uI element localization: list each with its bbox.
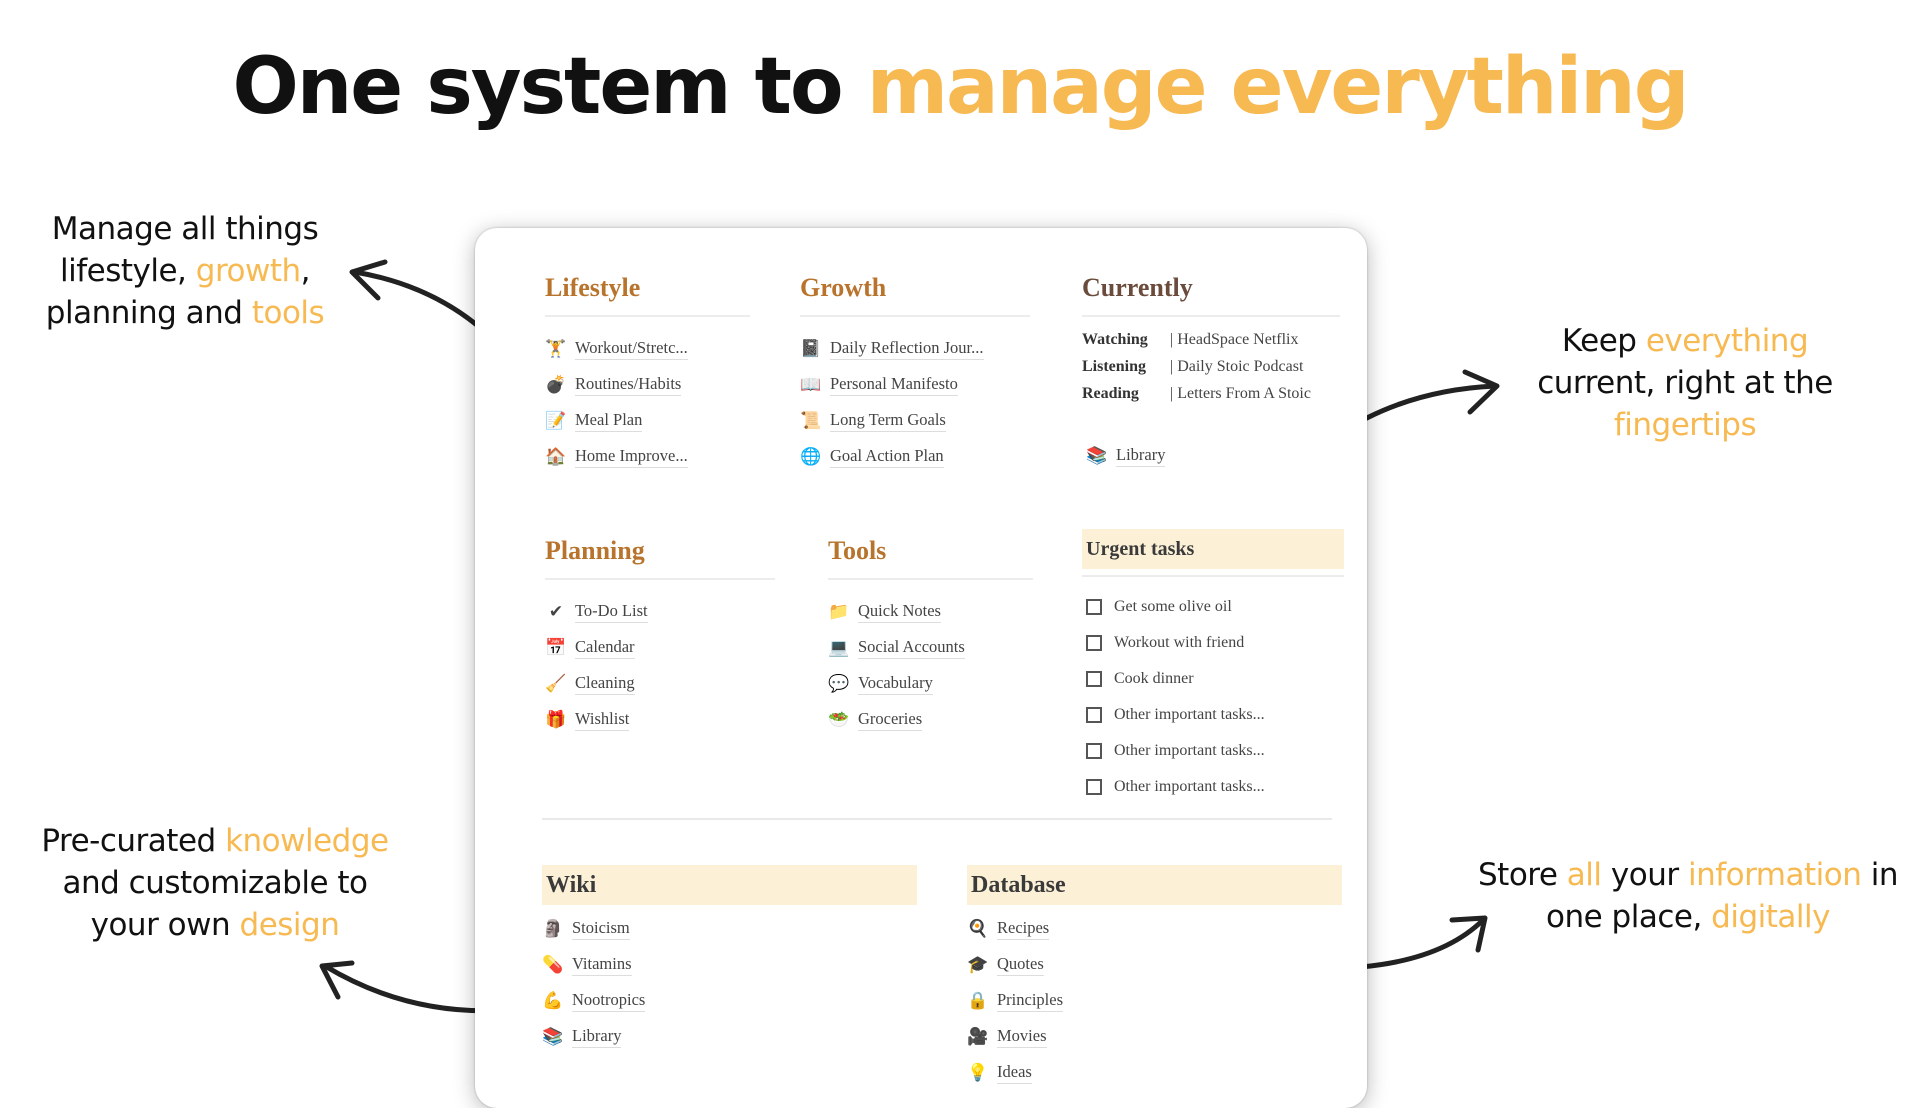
task-item[interactable]: Cook dinner	[1082, 661, 1344, 697]
section-wiki: Wiki 🗿Stoicism 💊Vitamins 💪Nootropics 📚Li…	[542, 865, 917, 1055]
task-item[interactable]: Other important tasks...	[1082, 769, 1344, 805]
link-meal-plan[interactable]: 📝Meal Plan	[545, 410, 643, 432]
scroll-icon: 📜	[800, 411, 822, 430]
arrowhead-bottom-left	[319, 960, 355, 1000]
checkbox[interactable]	[1086, 635, 1102, 651]
check-icon: ✔	[548, 602, 564, 621]
task-item[interactable]: Other important tasks...	[1082, 697, 1344, 733]
divider	[542, 818, 1332, 820]
headline-text: One system to	[232, 42, 867, 132]
laptop-icon: 💻	[828, 638, 850, 657]
bomb-icon: 💣	[545, 375, 567, 394]
section-tools: Tools 📁Quick Notes 💻Social Accounts 💬Voc…	[828, 536, 1033, 738]
link-ideas[interactable]: 💡Ideas	[967, 1062, 1032, 1084]
checkbox[interactable]	[1086, 743, 1102, 759]
pill-icon: 💊	[542, 955, 564, 974]
task-item[interactable]: Get some olive oil	[1082, 589, 1344, 625]
callout-lifestyle: Manage all things lifestyle, growth, pla…	[45, 211, 325, 331]
light-bulb-icon: 💡	[967, 1063, 989, 1082]
cooking-icon: 🍳	[967, 919, 989, 938]
section-database: Database 🍳Recipes 🎓Quotes 🔒Principles 🎥M…	[967, 865, 1342, 1091]
section-growth: Growth 📓Daily Reflection Jour... 📖Person…	[800, 273, 1030, 475]
checkbox[interactable]	[1086, 779, 1102, 795]
section-title: Wiki	[542, 865, 917, 905]
section-lifestyle: Lifestyle 🏋Workout/Stretc... 💣Routines/H…	[545, 273, 750, 475]
link-cleaning[interactable]: 🧹Cleaning	[545, 673, 635, 695]
link-wiki-library[interactable]: 📚Library	[542, 1026, 622, 1048]
link-principles[interactable]: 🔒Principles	[967, 990, 1063, 1012]
link-library[interactable]: 📚Library	[1086, 445, 1166, 467]
books-icon: 📚	[1086, 446, 1108, 465]
folder-icon: 📁	[828, 602, 850, 621]
currently-watching: Watching| HeadSpace Netflix	[1082, 331, 1299, 348]
link-workout[interactable]: 🏋Workout/Stretc...	[545, 338, 688, 360]
link-daily-reflection[interactable]: 📓Daily Reflection Jour...	[800, 338, 984, 360]
section-title: Database	[967, 865, 1342, 905]
link-groceries[interactable]: 🥗Groceries	[828, 709, 923, 731]
globe-icon: 🌐	[800, 447, 822, 466]
broom-icon: 🧹	[545, 674, 567, 693]
headline-highlight: manage everything	[866, 42, 1690, 132]
task-item[interactable]: Other important tasks...	[1082, 733, 1344, 769]
link-long-term-goals[interactable]: 📜Long Term Goals	[800, 410, 946, 432]
link-calendar[interactable]: 📅Calendar	[545, 637, 635, 659]
notion-dashboard: Lifestyle 🏋Workout/Stretc... 💣Routines/H…	[475, 228, 1367, 1108]
checkbox[interactable]	[1086, 671, 1102, 687]
checkbox[interactable]	[1086, 707, 1102, 723]
link-wishlist[interactable]: 🎁Wishlist	[545, 709, 630, 731]
section-currently: Currently Watching| HeadSpace Netflix Li…	[1082, 273, 1340, 474]
memo-icon: 📝	[545, 411, 567, 430]
section-urgent-tasks: Urgent tasks Get some olive oil Workout …	[1082, 529, 1344, 805]
link-personal-manifesto[interactable]: 📖Personal Manifesto	[800, 374, 958, 396]
link-quick-notes[interactable]: 📁Quick Notes	[828, 601, 941, 623]
books-icon: 📚	[542, 1027, 564, 1046]
link-home-improvement[interactable]: 🏠Home Improve...	[545, 446, 688, 468]
arrowhead-top-left	[349, 259, 388, 301]
link-todo-list[interactable]: ✔To-Do List	[545, 594, 775, 630]
currently-listening: Listening| Daily Stoic Podcast	[1082, 358, 1304, 375]
section-title: Currently	[1082, 273, 1340, 317]
callout-knowledge: Pre-curated knowledge and customizable t…	[41, 823, 389, 943]
checkbox[interactable]	[1086, 599, 1102, 615]
notebook-icon: 📓	[800, 339, 822, 358]
salad-icon: 🥗	[828, 710, 850, 729]
link-social-accounts[interactable]: 💻Social Accounts	[828, 637, 965, 659]
speech-bubble-icon: 💬	[828, 674, 850, 693]
open-book-icon: 📖	[800, 375, 822, 394]
link-goal-action-plan[interactable]: 🌐Goal Action Plan	[800, 446, 944, 468]
link-vitamins[interactable]: 💊Vitamins	[542, 954, 632, 976]
section-title: Tools	[828, 536, 1033, 580]
calendar-icon: 📅	[545, 638, 567, 657]
section-title: Growth	[800, 273, 1030, 317]
section-title: Planning	[545, 536, 775, 580]
graduation-cap-icon: 🎓	[967, 955, 989, 974]
link-movies[interactable]: 🎥Movies	[967, 1026, 1047, 1048]
currently-reading: Reading| Letters From A Stoic	[1082, 385, 1311, 402]
gift-icon: 🎁	[545, 710, 567, 729]
task-item[interactable]: Workout with friend	[1082, 625, 1344, 661]
section-planning: Planning ✔To-Do List 📅Calendar 🧹Cleaning…	[545, 536, 775, 738]
link-routines[interactable]: 💣Routines/Habits	[545, 374, 682, 396]
arrowhead-bottom-right	[1449, 915, 1488, 953]
film-camera-icon: 🎥	[967, 1027, 989, 1046]
headline: One system to manage everything	[0, 42, 1920, 132]
statue-icon: 🗿	[542, 919, 564, 938]
link-nootropics[interactable]: 💪Nootropics	[542, 990, 646, 1012]
house-icon: 🏠	[545, 447, 567, 466]
muscle-icon: 💪	[542, 991, 564, 1010]
section-title: Lifestyle	[545, 273, 750, 317]
link-vocabulary[interactable]: 💬Vocabulary	[828, 673, 933, 695]
dumbbell-icon: 🏋	[545, 339, 567, 358]
link-quotes[interactable]: 🎓Quotes	[967, 954, 1044, 976]
link-recipes[interactable]: 🍳Recipes	[967, 918, 1050, 940]
lock-icon: 🔒	[967, 991, 989, 1010]
link-stoicism[interactable]: 🗿Stoicism	[542, 918, 630, 940]
section-title: Urgent tasks	[1082, 529, 1344, 569]
arrowhead-top-right	[1462, 369, 1500, 415]
callout-current: Keep everything current, right at the fi…	[1537, 323, 1833, 443]
callout-information: Store all your information in one place,…	[1478, 857, 1898, 935]
